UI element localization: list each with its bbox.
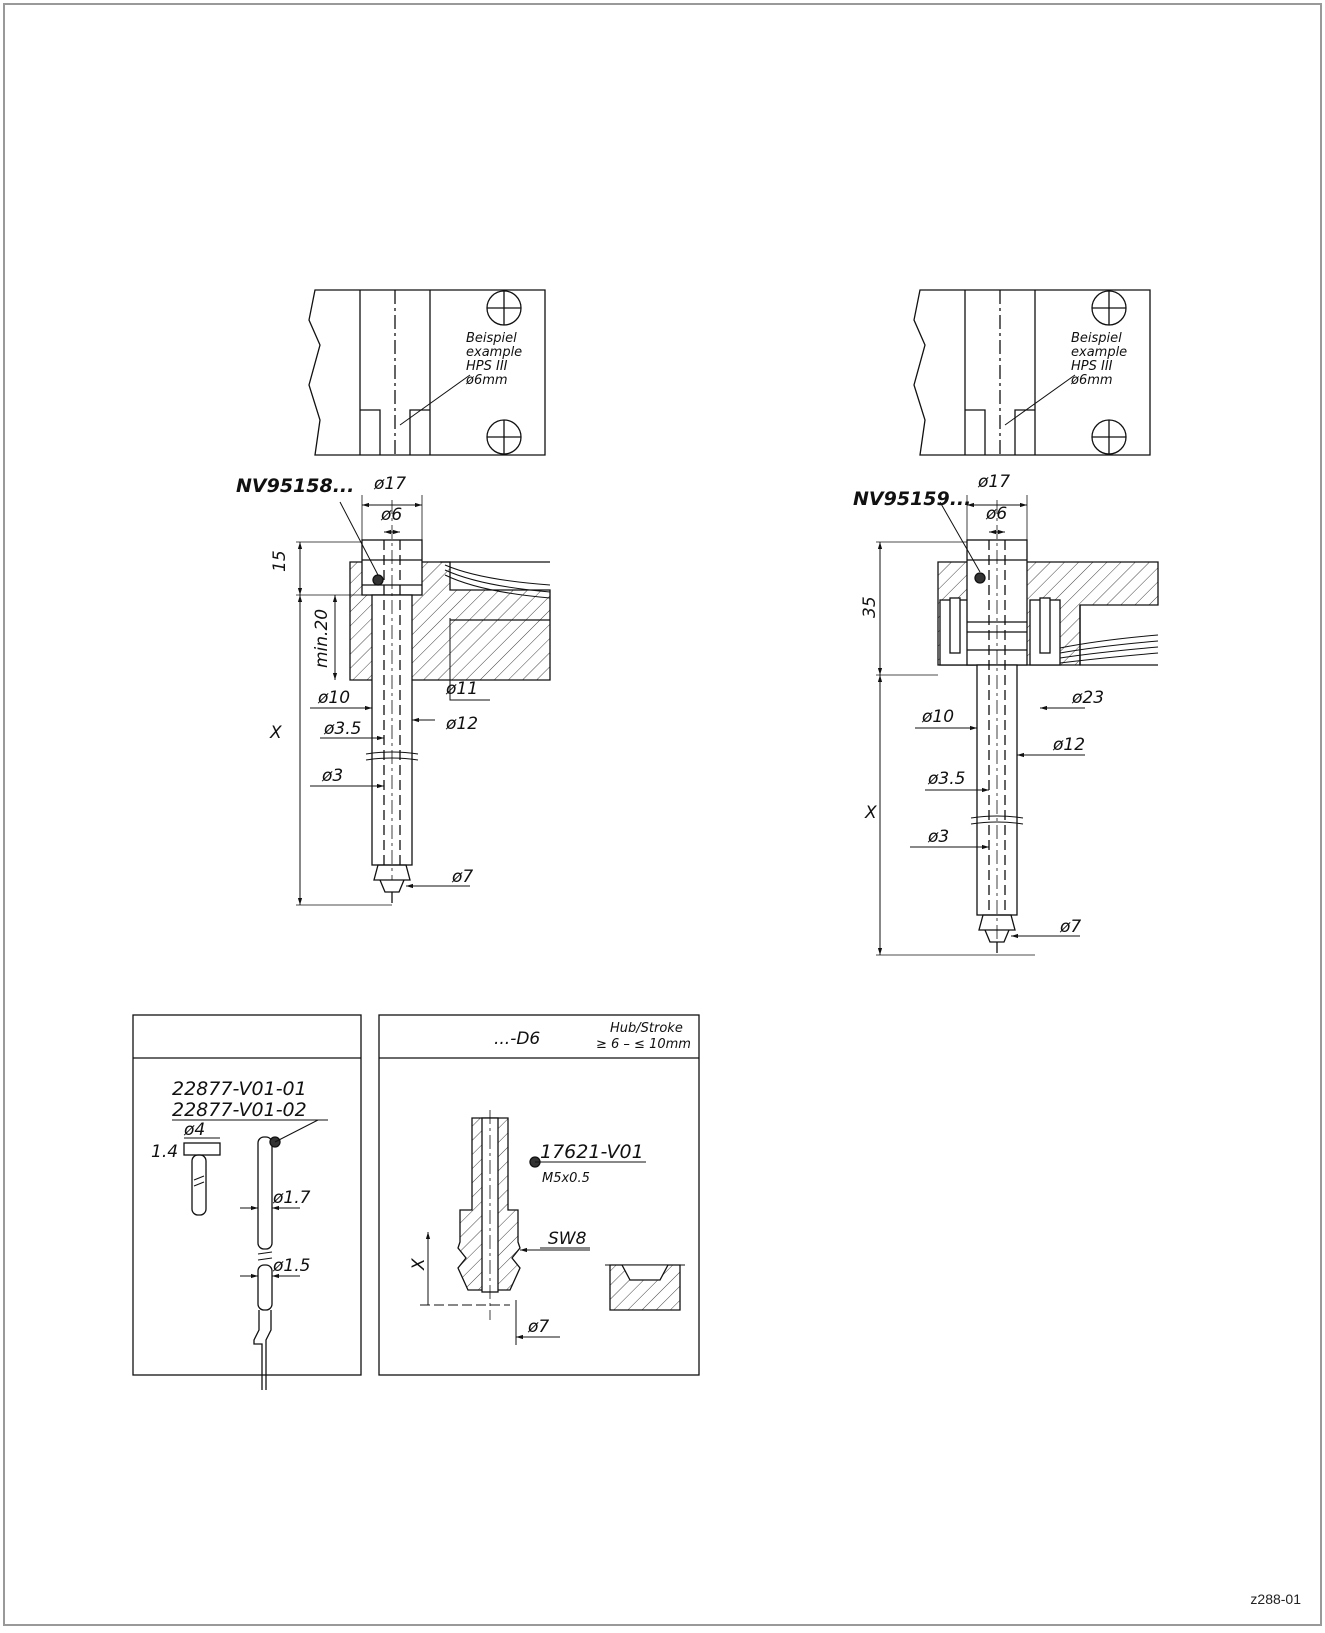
tip-variant: ...-D6	[494, 1029, 540, 1049]
pin-dim-d17: ø1.7	[272, 1188, 311, 1208]
right-nozzle-tip	[978, 914, 1016, 931]
right-plate-view	[913, 289, 1151, 456]
right-example-line4: ø6mm	[1070, 373, 1113, 388]
left-dim-min20: min.20	[312, 609, 332, 668]
left-dim-15: 15	[270, 550, 290, 572]
right-dim-d23: ø23	[1071, 688, 1104, 708]
thermocouple-dot-icon	[372, 574, 384, 586]
right-dim-35: 35	[860, 596, 880, 618]
pin-cap	[183, 1142, 221, 1156]
right-example-line2: example	[1071, 345, 1127, 360]
pin-part-a: 22877-V01-01	[172, 1078, 307, 1100]
left-dim-d3: ø3	[321, 766, 343, 786]
drawing-reference: z288-01	[1250, 1591, 1301, 1607]
left-plate-view	[308, 289, 546, 456]
right-assembly: Beispiel example HPS III ø6mm	[876, 289, 1159, 956]
right-example-line3: HPS III	[1071, 359, 1113, 374]
left-part-number: NV95158...	[236, 475, 354, 497]
left-dim-d6: ø6	[380, 505, 402, 525]
tip-stroke-range: ≥ 6 – ≤ 10mm	[596, 1037, 691, 1052]
tip-d7: ø7	[527, 1317, 549, 1337]
pin-part-b: 22877-V01-02	[172, 1099, 307, 1121]
right-example-line1: Beispiel	[1071, 331, 1122, 346]
left-dim-d35: ø3.5	[323, 719, 361, 739]
left-example-line4: ø6mm	[465, 373, 508, 388]
left-example-line2: example	[466, 345, 522, 360]
right-part-number: NV95159...	[853, 488, 971, 510]
right-dim-d7: ø7	[1059, 917, 1081, 937]
left-dim-d10: ø10	[317, 688, 350, 708]
left-dim-d11: ø11	[445, 679, 478, 699]
tip-stroke-label: Hub/Stroke	[610, 1021, 683, 1036]
tip-wrench: SW8	[548, 1229, 587, 1249]
left-dim-d7: ø7	[451, 867, 473, 887]
left-assembly: Beispiel example HPS III ø6mm	[296, 289, 551, 906]
tip-thread: M5x0.5	[542, 1171, 590, 1186]
right-dim-d35: ø3.5	[927, 769, 965, 789]
right-dim-d17: ø17	[977, 472, 1010, 492]
valve-pin	[257, 1136, 273, 1250]
left-nozzle-tip	[373, 864, 411, 881]
right-dim-d6: ø6	[985, 504, 1007, 524]
tip-part: 17621-V01	[540, 1141, 644, 1163]
left-dim-x: X	[269, 723, 282, 743]
right-dim-d3: ø3	[927, 827, 949, 847]
right-dim-d12: ø12	[1052, 735, 1085, 755]
left-dim-d17: ø17	[373, 474, 406, 494]
left-dim-d12: ø12	[445, 714, 478, 734]
left-example-line1: Beispiel	[466, 331, 517, 346]
right-dim-x: X	[864, 803, 877, 823]
thermocouple-dot-icon	[974, 572, 986, 584]
right-dim-d10: ø10	[921, 707, 954, 727]
sheet-border	[3, 3, 1322, 1626]
pin-box	[132, 1014, 362, 1390]
tip-x: X	[409, 1258, 429, 1271]
nozzle-tip-box	[378, 1014, 700, 1376]
pin-dim-d4: ø4	[183, 1120, 205, 1140]
pin-dim-14: 1.4	[151, 1142, 178, 1162]
pin-dim-d15: ø1.5	[272, 1256, 310, 1276]
left-example-line3: HPS III	[466, 359, 508, 374]
